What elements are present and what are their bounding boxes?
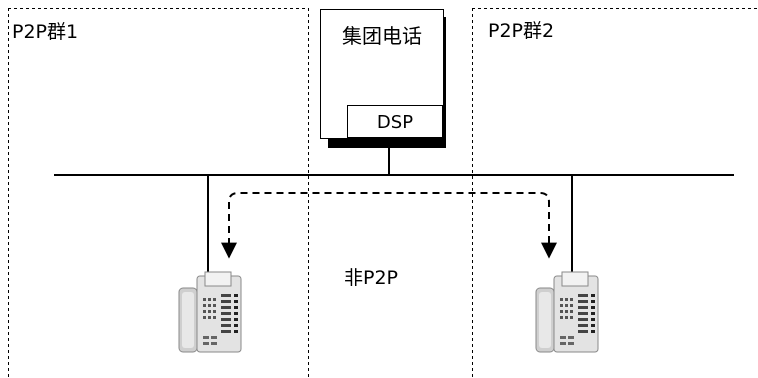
group2-label: P2P群2 [488, 20, 555, 42]
pbx-box: 集团电话 DSP [320, 9, 444, 139]
dsp-label: DSP [376, 112, 414, 133]
dsp-card: DSP [347, 105, 443, 138]
audio-path-arrow [221, 192, 557, 259]
zone-boundaries [8, 8, 758, 378]
group1-label: P2P群1 [12, 21, 79, 43]
desk-phone-icon [535, 271, 599, 353]
non-p2p-label: 非P2P [344, 267, 399, 289]
desk-phone-icon [178, 271, 242, 353]
pbx-label: 集团电话 [342, 24, 422, 48]
network-lines [54, 147, 734, 274]
